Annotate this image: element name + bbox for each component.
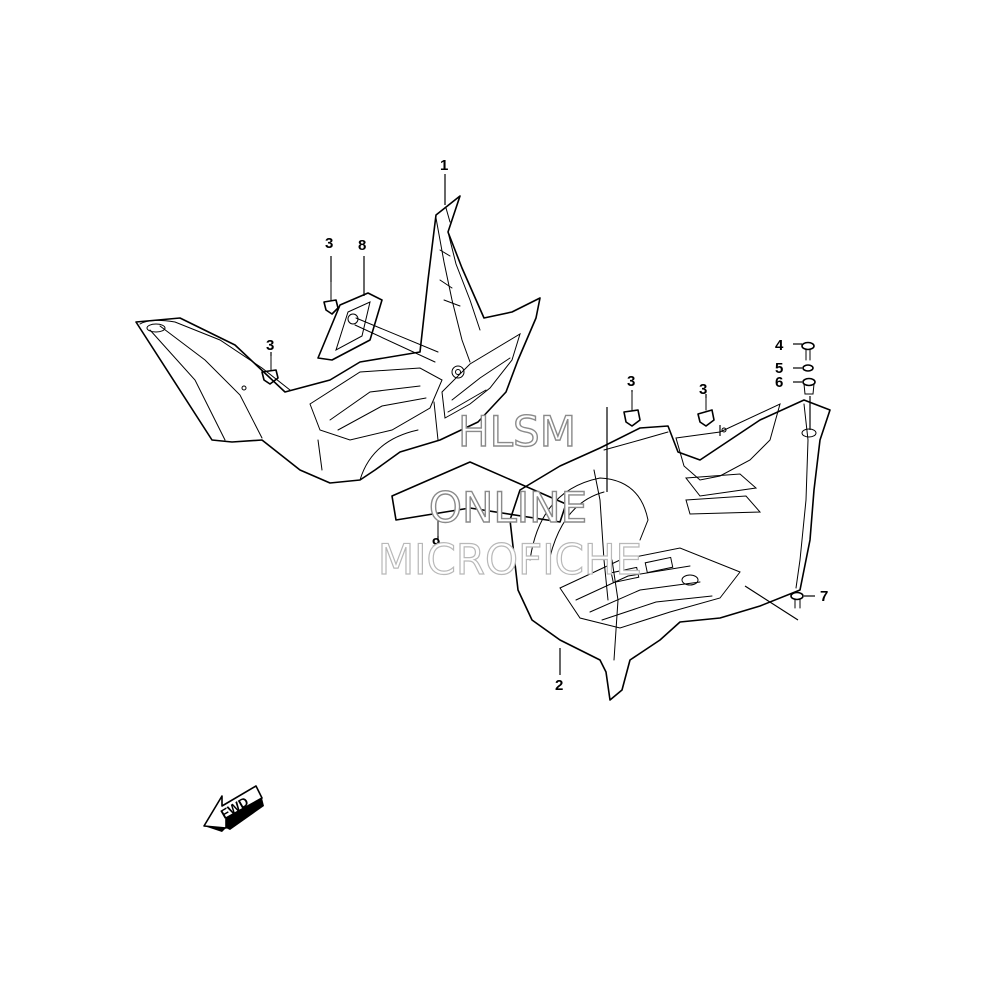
callout-8: 8 <box>358 237 366 254</box>
fastener-3a <box>323 281 339 315</box>
fastener-3b <box>261 355 279 385</box>
callout-4: 4 <box>775 337 784 354</box>
callout-3-right: 3 <box>699 381 707 398</box>
callout-9: 9 <box>432 535 440 552</box>
part-1-left-footrest <box>135 195 541 484</box>
part-8-bracket-plate <box>317 292 439 363</box>
watermark-line-2: ONLINE <box>429 483 587 532</box>
callout-5: 5 <box>775 360 783 377</box>
grommet-6 <box>802 377 816 395</box>
watermark: HLSM ONLINE MICROFICHE <box>377 406 642 584</box>
fastener-3d <box>697 397 715 427</box>
callout-6: 6 <box>775 374 783 391</box>
fwd-direction-arrow: FWD <box>203 785 264 832</box>
callout-7: 7 <box>820 588 828 605</box>
callout-3-center: 3 <box>627 373 635 390</box>
callout-1: 1 <box>440 157 448 174</box>
bolt-4 <box>801 341 815 361</box>
callout-2: 2 <box>555 677 563 694</box>
washer-5 <box>802 364 814 372</box>
callout-3-top-left: 3 <box>325 235 333 252</box>
fastener-3c <box>623 391 641 427</box>
bolt-7 <box>790 591 804 609</box>
callouts: 1 3 8 3 3 3 4 5 6 7 2 9 <box>266 157 828 694</box>
part-2-right-footrest <box>505 399 831 701</box>
watermark-line-3: MICROFICHE <box>378 535 642 584</box>
leader-lines <box>270 174 815 675</box>
watermark-line-1: HLSM <box>458 407 576 456</box>
callout-3-left: 3 <box>266 337 274 354</box>
part-9-strip <box>391 461 567 537</box>
